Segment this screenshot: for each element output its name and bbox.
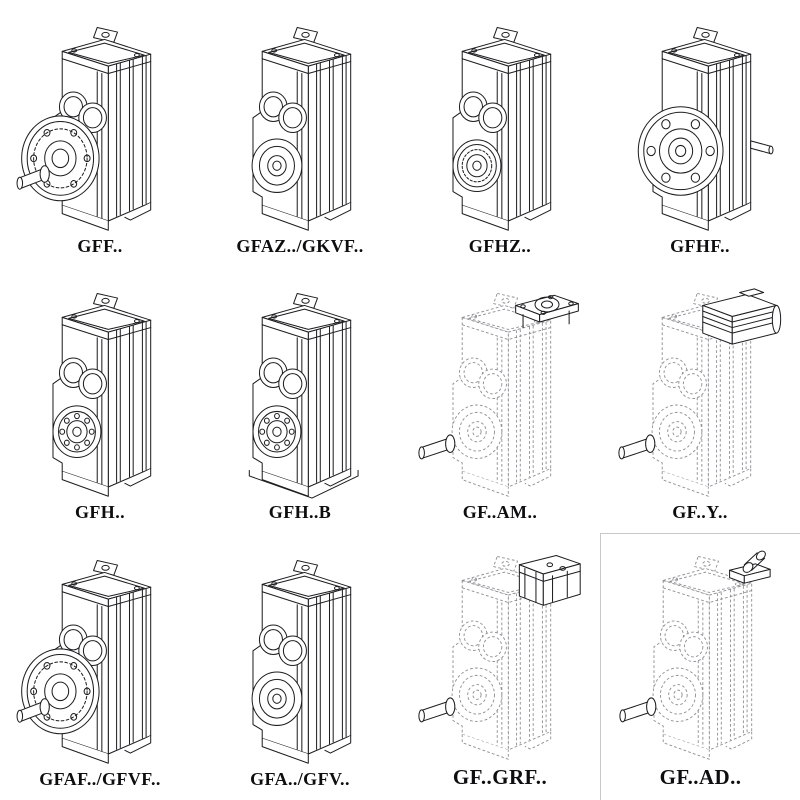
product-label: GFHF.. (670, 235, 730, 256)
product-cell-gf-am: GF..AM.. (400, 267, 600, 534)
gfa-gfv-gearbox-drawing (251, 559, 352, 764)
product-cell-gfaf-gfvf: GFAF../GFVF.. (0, 533, 200, 800)
gfh-b-gearbox-drawing (248, 293, 359, 499)
gf-ad-gearbox-drawing (618, 549, 771, 760)
product-label: GF..AD.. (659, 764, 742, 789)
gf-am-gearbox-drawing (418, 293, 579, 498)
gf-grf-gearbox-drawing (418, 555, 581, 760)
product-cell-gfhz: GFHZ.. (400, 0, 600, 267)
product-label: GFAZ../GKVF.. (236, 235, 364, 256)
product-cell-gff: GFF.. (0, 0, 200, 267)
product-label: GF..GRF.. (452, 764, 548, 789)
gfaz-gkvf-gearbox-drawing (251, 26, 352, 231)
gff-gearbox-drawing (16, 26, 152, 231)
product-label: GF..Y.. (672, 502, 728, 523)
product-cell-gf-y: GF..Y.. (600, 267, 800, 534)
gf-y-gearbox-drawing (618, 288, 782, 498)
product-label: GFH..B (268, 502, 332, 523)
gfaf-gfvf-gearbox-drawing (16, 559, 152, 764)
product-label: GFA../GFV.. (250, 768, 350, 789)
product-cell-gfh-b: GFH..B (200, 267, 400, 534)
gfh-gearbox-drawing (52, 293, 152, 498)
gfhz-gearbox-drawing (452, 26, 552, 231)
product-cell-gf-grf: GF..GRF.. (400, 533, 600, 800)
product-label: GFF.. (77, 235, 123, 256)
product-cell-gfa-gfv: GFA../GFV.. (200, 533, 400, 800)
product-label: GFAF../GFVF.. (39, 768, 161, 789)
product-cell-gf-ad: GF..AD.. (600, 533, 800, 800)
product-label: GF..AM.. (462, 502, 538, 523)
product-label: GFHZ.. (468, 235, 532, 256)
product-cell-gfh: GFH.. (0, 267, 200, 534)
product-cell-gfhf: GFHF.. (600, 0, 800, 267)
product-label: GFH.. (75, 502, 125, 523)
gfhf-gearbox-drawing (637, 26, 774, 231)
product-cell-gfaz-gkvf: GFAZ../GKVF.. (200, 0, 400, 267)
